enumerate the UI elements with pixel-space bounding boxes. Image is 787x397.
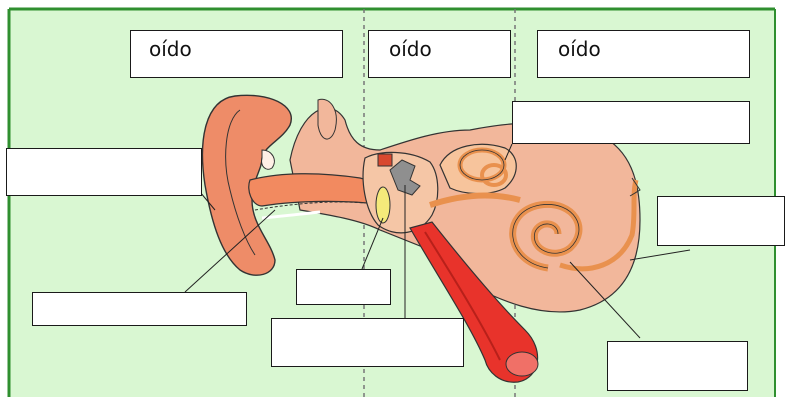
label-box-eardrum[interactable] (296, 269, 391, 305)
label-box-semicircular-canals[interactable] (512, 101, 750, 144)
eardrum (376, 187, 390, 223)
header-outer-ear: oído (130, 30, 343, 78)
label-box-ear-canal[interactable] (32, 292, 247, 326)
tube-opening (506, 352, 538, 376)
middle-ear-tissue (378, 154, 392, 166)
label-box-pinna[interactable] (6, 148, 202, 196)
header-inner-ear: oído (537, 30, 750, 78)
label-box-ossicles[interactable] (271, 318, 464, 367)
label-box-auditory-nerve[interactable] (657, 196, 785, 246)
label-box-cochlea[interactable] (607, 341, 748, 391)
header-middle-ear: oído (368, 30, 511, 78)
